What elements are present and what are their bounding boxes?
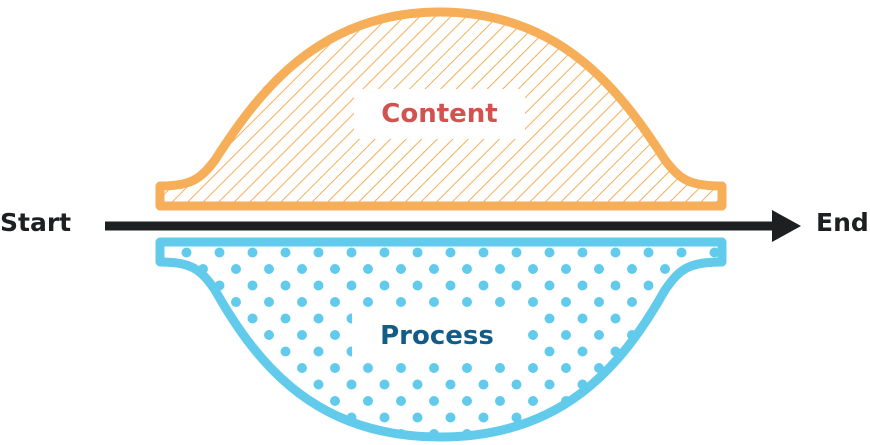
process-label: Process: [352, 312, 522, 360]
content-label: Content: [354, 89, 525, 139]
arrowhead-icon: [772, 210, 801, 242]
end-label: End: [816, 208, 869, 237]
start-label: Start: [0, 208, 72, 237]
